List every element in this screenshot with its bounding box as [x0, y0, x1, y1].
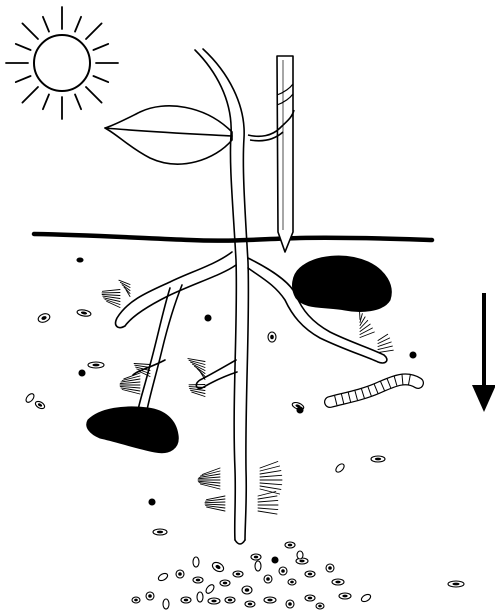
soil-particle [285, 542, 295, 548]
soil-particle [279, 567, 287, 575]
soil-particle [251, 554, 261, 560]
soil-particle [286, 600, 294, 608]
soil-particle [211, 561, 225, 574]
soil-particle [272, 557, 278, 563]
soil-particle [245, 601, 255, 607]
root-hair-cluster [119, 280, 130, 296]
sun-ray [86, 23, 102, 39]
sun-ray [16, 44, 31, 50]
soil-particle [332, 579, 344, 585]
soil-particle [146, 592, 154, 600]
root-hair-cluster [205, 496, 225, 511]
soil-particle [24, 392, 35, 404]
stone-left [87, 407, 179, 453]
left-root [116, 252, 236, 328]
soil-particle [77, 309, 92, 317]
soil-particle [410, 352, 416, 358]
soil-particle [205, 315, 211, 321]
soil-particle [268, 332, 276, 342]
soil-particle [132, 597, 140, 603]
soil-particle [149, 499, 155, 505]
soil-particle [34, 400, 46, 410]
soil-particle [255, 561, 261, 571]
sun-ray [93, 44, 108, 50]
soil-particle [264, 575, 272, 583]
soil-particle [197, 592, 203, 602]
soil-particle [305, 571, 315, 577]
sun-ray [75, 17, 81, 32]
root-hair-cluster [120, 373, 140, 394]
soil-particle [339, 593, 351, 599]
soil-surface-line [34, 234, 432, 241]
root-hair-cluster [360, 311, 375, 338]
root-hair-cluster [378, 334, 393, 352]
soil-particle [288, 579, 296, 585]
soil-particle [305, 595, 315, 601]
stone-right [293, 256, 392, 311]
root-hair-cluster [188, 359, 205, 380]
root-hair-cluster [102, 290, 120, 308]
soil-particle [225, 597, 235, 603]
earthworm [330, 375, 418, 406]
soil-particle [204, 583, 215, 595]
soil-particle [153, 529, 167, 535]
sun-ray [22, 23, 38, 39]
soil-particle [193, 577, 203, 583]
root-hair-cluster [260, 462, 282, 495]
sun-ray [86, 87, 102, 103]
soil-particle [88, 362, 104, 368]
soil-particles [24, 258, 464, 609]
sun-ray [43, 94, 49, 109]
support-stick [248, 56, 294, 252]
soil-particle [157, 572, 169, 582]
plant-stem [195, 50, 236, 540]
soil-particle [181, 597, 191, 603]
root-hair-cluster [198, 468, 220, 489]
soil-particle [163, 599, 169, 609]
soil-particle [233, 571, 243, 577]
sun-ray [93, 76, 108, 82]
soil-particle [371, 456, 385, 462]
soil-particle [220, 580, 230, 586]
soil-particle [334, 462, 345, 473]
soil-particle [316, 603, 324, 609]
soil-particle [448, 581, 464, 587]
soil-particle [297, 407, 303, 413]
soil-particle [297, 551, 303, 559]
sun-ray [43, 17, 49, 32]
soil-particle [176, 570, 184, 578]
soil-particle [37, 312, 51, 324]
soil-particle [326, 564, 334, 572]
gravity-arrow-icon [472, 293, 495, 412]
root-hair-cluster [258, 492, 278, 515]
soil-particle [79, 370, 85, 376]
soil-particle [242, 586, 252, 594]
sun-ray [16, 76, 31, 82]
soil-particle [360, 593, 372, 603]
sun-icon [6, 7, 118, 119]
soil-particle [264, 597, 276, 603]
soil-particle [208, 598, 220, 604]
soil-particle [193, 557, 199, 567]
soil-particle [77, 258, 83, 262]
sun-ray [75, 94, 81, 109]
sun-ray [22, 87, 38, 103]
